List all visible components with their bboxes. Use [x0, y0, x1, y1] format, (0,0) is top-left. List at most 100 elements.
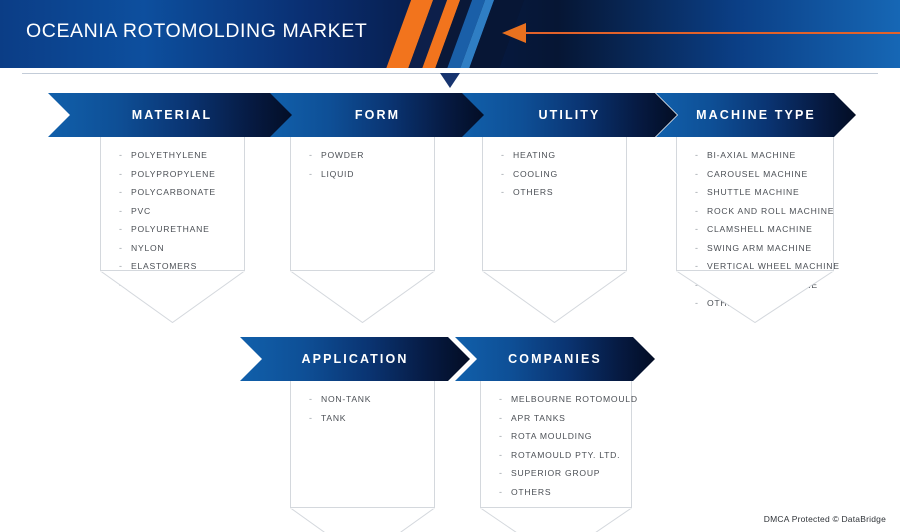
list-item[interactable]: -VERTICAL WHEEL MACHINE	[677, 261, 839, 272]
list-item-label: HEATING	[513, 150, 556, 160]
panel-body-application: -NON-TANK-TANK	[290, 380, 435, 508]
bullet-icon: -	[309, 168, 312, 179]
bullet-icon: -	[695, 298, 698, 308]
bullet-icon: -	[309, 412, 312, 423]
list-item-label: OTHERS	[513, 187, 554, 197]
list-item-label: LIQUID	[321, 168, 355, 179]
panel-title-machine-type: MACHINE TYPE	[696, 108, 816, 122]
list-item[interactable]: -ROTA MOULDING	[481, 431, 631, 442]
item-list-utility: -HEATING-COOLING-OTHERS	[483, 136, 626, 198]
panel-title-form: FORM	[354, 108, 401, 122]
list-item[interactable]: -OTHERS	[481, 487, 631, 498]
list-item-label: PVC	[131, 205, 151, 216]
page-title: OCEANIA ROTOMOLDING MARKET	[26, 20, 368, 42]
left-arrow-icon	[502, 23, 526, 43]
header-band: OCEANIA ROTOMOLDING MARKET	[0, 0, 900, 68]
list-item-label: POLYCARBONATE	[131, 187, 216, 197]
panel-banner-form[interactable]: FORM	[270, 93, 485, 137]
panel-body-machine-type: -BI-AXIAL MACHINE -CAROUSEL MACHINE -SHUTT…	[676, 136, 839, 308]
list-item[interactable]: -CLAMSHELL MACHINE	[677, 224, 833, 235]
list-item-label: MELBOURNE ROTOMOULD	[511, 394, 638, 404]
list-item-label: SUPERIOR GROUP	[511, 468, 601, 478]
bullet-icon: -	[499, 449, 502, 460]
list-item-label: CLAMSHELL MACHINE	[707, 224, 813, 234]
bullet-icon: -	[499, 486, 502, 497]
panel-banner-companies[interactable]: COMPANIES	[455, 337, 655, 381]
list-item[interactable]: -APR TANKS	[481, 413, 631, 424]
panel-body-utility: -HEATING-COOLING-OTHERS	[482, 136, 627, 271]
list-item[interactable]: -PVC	[101, 206, 244, 217]
panel-body-form: -POWDER -LIQUID	[290, 136, 435, 271]
list-item[interactable]: -ELASTOMERS	[101, 261, 244, 272]
list-item[interactable]: -TANK	[291, 413, 434, 424]
list-item[interactable]: -POLYETHYLENE	[101, 150, 244, 161]
list-item-label: TANK	[321, 412, 347, 423]
list-item[interactable]: -MELBOURNE ROTOMOULD	[481, 394, 637, 405]
footer-credit: DMCA Protected © DataBridge	[763, 514, 886, 524]
bullet-icon: -	[119, 168, 122, 179]
list-item[interactable]: -LIQUID	[291, 169, 434, 180]
panel-notch-machine-type	[674, 270, 836, 324]
list-item[interactable]: -POLYURETHANE	[101, 224, 244, 235]
bullet-icon: -	[695, 168, 698, 179]
list-item-label: NYLON	[131, 242, 165, 253]
list-item[interactable]: -BI-AXIAL MACHINE	[677, 150, 833, 161]
bullet-icon: -	[119, 150, 122, 160]
bullet-icon: -	[309, 394, 312, 404]
bullet-icon: -	[501, 187, 504, 197]
panel-body-companies: -MELBOURNE ROTOMOULD-APR TANKS-ROTA MOUL…	[480, 380, 637, 508]
panel-notch-form	[288, 270, 437, 324]
list-item[interactable]: -HEATING	[483, 150, 626, 161]
list-item[interactable]: -POLYPROPYLENE	[101, 169, 244, 180]
bullet-icon: -	[695, 224, 698, 234]
bullet-icon: -	[695, 187, 698, 197]
item-list-material: -POLYETHYLENE-POLYPROPYLENE-POLYCARBONAT…	[101, 136, 244, 291]
list-item[interactable]: -COOLING	[483, 169, 626, 180]
list-item-label: COOLING	[513, 168, 558, 179]
list-item[interactable]: -ROTAMOULD PTY. LTD.	[481, 450, 631, 461]
bullet-icon: -	[119, 205, 122, 216]
list-item[interactable]: -CAROUSEL MACHINE	[677, 169, 833, 180]
list-item-label: ROTAMOULD PTY. LTD.	[511, 449, 621, 460]
panel-notch-application	[288, 507, 437, 532]
list-item[interactable]: -ROCK AND ROLL MACHINE	[677, 206, 833, 217]
bullet-icon: -	[695, 150, 698, 160]
list-item-label: POLYURETHANE	[131, 224, 210, 234]
bullet-icon: -	[695, 205, 698, 216]
list-item-label: SWING ARM MACHINE	[707, 242, 812, 253]
down-triangle-icon	[440, 73, 460, 88]
panel-notch-material	[98, 270, 247, 324]
list-item[interactable]: -NYLON	[101, 243, 244, 254]
panel-title-companies: COMPANIES	[508, 352, 602, 366]
list-item[interactable]: -POLYCARBONATE	[101, 187, 244, 198]
list-item-label: POLYETHYLENE	[131, 150, 208, 160]
panel-banner-utility[interactable]: UTILITY	[462, 93, 677, 137]
panel-banner-machine-type[interactable]: MACHINE TYPE	[656, 93, 856, 137]
list-item[interactable]: -NON-TANK	[291, 394, 434, 405]
list-item-label: POWDER	[321, 150, 365, 160]
panel-notch-utility	[480, 270, 629, 324]
bullet-icon: -	[499, 394, 502, 404]
list-item[interactable]: -OTHERS	[483, 187, 626, 198]
bullet-icon: -	[119, 261, 122, 271]
list-item[interactable]: -POWDER	[291, 150, 434, 161]
panel-notch-companies	[478, 507, 634, 532]
list-item[interactable]: -SHUTTLE MACHINE	[677, 187, 833, 198]
panel-title-application: APPLICATION	[301, 352, 409, 366]
list-item-label: ROTA MOULDING	[511, 431, 593, 441]
panel-banner-application[interactable]: APPLICATION	[240, 337, 470, 381]
bullet-icon: -	[499, 412, 502, 423]
list-item[interactable]: -SWING ARM MACHINE	[677, 243, 833, 254]
bullet-icon: -	[119, 224, 122, 234]
list-item-label: VERTICAL WHEEL MACHINE	[707, 261, 840, 271]
list-item[interactable]: -SUPERIOR GROUP	[481, 468, 631, 479]
bullet-icon: -	[695, 261, 698, 271]
header-rule	[525, 32, 900, 34]
list-item-label: ROCK AND ROLL MACHINE	[707, 205, 835, 216]
bullet-icon: -	[695, 242, 698, 253]
list-item-label: APR TANKS	[511, 412, 566, 423]
item-list-companies: -MELBOURNE ROTOMOULD-APR TANKS-ROTA MOUL…	[481, 380, 637, 498]
bullet-icon: -	[119, 187, 122, 197]
panel-banner-material[interactable]: MATERIAL	[48, 93, 296, 137]
